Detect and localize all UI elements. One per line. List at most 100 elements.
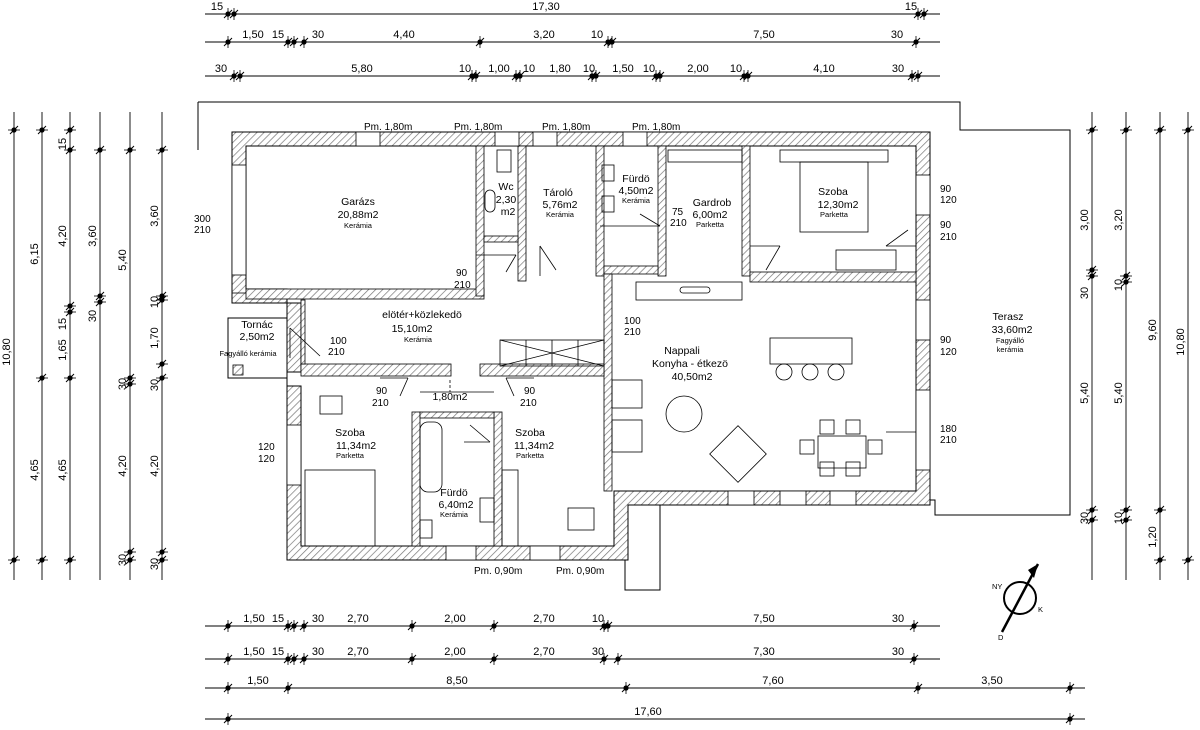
dimension-label: 15 — [905, 1, 917, 13]
door-eloter-width: 100 — [330, 336, 347, 347]
dimension-slash — [1065, 683, 1075, 693]
dimension-label: 1,20 — [1147, 526, 1159, 547]
dimension-slash — [913, 9, 923, 19]
dimension-label: 2,00 — [444, 646, 465, 658]
dimension-slash — [283, 654, 293, 664]
door-nappali-height: 210 — [624, 327, 641, 338]
dimension-slash — [603, 621, 613, 631]
dimension-label: 30 — [891, 29, 903, 41]
door-eloter-height: 210 — [328, 347, 345, 358]
dimension-label: 2,00 — [444, 613, 465, 625]
dimension-label: 10 — [730, 63, 742, 75]
door-szoba2-width: 90 — [376, 386, 388, 397]
openings — [231, 131, 931, 561]
dimension-slash — [909, 621, 919, 631]
room-hall-area: 1,80m2 — [432, 391, 467, 403]
dimension-slash — [229, 71, 239, 81]
dimension-slash — [157, 295, 167, 305]
dimension-slash — [1087, 271, 1097, 281]
dimension-slash — [95, 145, 105, 155]
dimension-label: 30 — [1079, 512, 1091, 524]
dimension-label: 1,50 — [247, 675, 268, 687]
room-gardrob-floor: Parketta — [696, 220, 725, 229]
north-arrow-icon: NY K D — [992, 563, 1043, 642]
dimension-slash — [65, 307, 75, 317]
dimension-label: 5,40 — [1113, 382, 1125, 403]
dimension-label: 2,00 — [687, 63, 708, 75]
dimension-slash — [299, 654, 309, 664]
dimension-label: 30 — [117, 378, 129, 390]
dimension-label: 17,60 — [634, 706, 662, 718]
dimension-label: 30 — [892, 63, 904, 75]
dimension-slash — [591, 71, 601, 81]
room-gardrob-area: 6,00m2 — [692, 209, 727, 221]
room-terasz-area: 33,60m2 — [992, 324, 1033, 336]
room-furdo1-name: Fürdö — [622, 173, 650, 185]
dimension-label: 1,65 — [57, 339, 69, 360]
dimension-slash — [125, 547, 135, 557]
room-garazs-name: Garázs — [341, 196, 375, 208]
dimension-slash — [1183, 125, 1193, 135]
dimension-slash — [157, 359, 167, 369]
room-wc-name: Wc — [498, 181, 513, 193]
dimension-slash — [1121, 277, 1131, 287]
dimension-label: 10 — [583, 63, 595, 75]
dimension-slash — [223, 37, 233, 47]
dimension-slash — [911, 37, 921, 47]
room-szoba1-area: 12,30m2 — [818, 199, 859, 211]
opening-labels: Pm. 1,80m Pm. 1,80m Pm. 1,80m Pm. 1,80m … — [194, 122, 957, 577]
opening-garazs-height: 210 — [194, 225, 211, 236]
dimension-label: 4,65 — [57, 459, 69, 480]
room-tornac-floor: Fagyálló kerámia — [219, 349, 277, 358]
dimension-slash — [407, 654, 417, 664]
dimension-label: 7,60 — [762, 675, 783, 687]
dimension-label: 10 — [592, 613, 604, 625]
dimension-label: 4,20 — [117, 455, 129, 476]
dimension-label: 15 — [211, 1, 223, 13]
dimension-slash — [613, 654, 623, 664]
dimension-label: 15 — [272, 646, 284, 658]
room-szoba3-name: Szoba — [515, 427, 545, 439]
door-gardrob-width: 75 — [672, 207, 684, 218]
dimension-slash — [1121, 125, 1131, 135]
dimension-slash — [1155, 505, 1165, 515]
dimension-slash — [289, 37, 299, 47]
dimension-label: 2,70 — [347, 646, 368, 658]
room-tarolo-area: 5,76m2 — [542, 199, 577, 211]
window-label-wc: Pm. 1,80m — [454, 122, 502, 133]
room-labels: Garázs 20,88m2 Kerámia Wc 2,30 m2 Tároló… — [219, 173, 1032, 519]
dimension-label: 3,00 — [1079, 209, 1091, 230]
dimension-slash — [1087, 505, 1097, 515]
dimension-label: 15 — [57, 318, 69, 330]
dimension-label: 10 — [591, 29, 603, 41]
dimension-slash — [1155, 125, 1165, 135]
dimension-label: 4,10 — [813, 63, 834, 75]
dimension-label: 30 — [1079, 287, 1091, 299]
dimension-slash — [125, 145, 135, 155]
dimension-slash — [919, 9, 929, 19]
room-nappali-name2: Konyha - étkezö — [652, 358, 728, 370]
room-garazs-area: 20,88m2 — [338, 209, 379, 221]
door-terasz-height: 210 — [940, 435, 957, 446]
dimension-slash — [621, 683, 631, 693]
door-garazs-width: 90 — [456, 268, 468, 279]
dimension-slash — [299, 621, 309, 631]
window-szoba1-width: 90 — [940, 184, 952, 195]
door-garazs-height: 210 — [454, 280, 471, 291]
dimension-slash — [1087, 265, 1097, 275]
dimension-slash — [489, 621, 499, 631]
dimension-label: 10,80 — [1175, 328, 1187, 356]
dimension-slash — [223, 714, 233, 724]
svg-text:K: K — [1038, 605, 1043, 614]
dimension-slash — [489, 654, 499, 664]
room-furdo2-floor: Kerámia — [440, 510, 469, 519]
dimension-label: 5,40 — [117, 249, 129, 270]
dimension-label: 3,20 — [1113, 209, 1125, 230]
dimension-label: 10 — [1113, 512, 1125, 524]
room-szoba2-floor: Parketta — [336, 451, 365, 460]
dimension-slash — [913, 71, 923, 81]
dimension-slash — [157, 145, 167, 155]
room-terasz-floor: Fagyálló — [996, 336, 1024, 345]
door-gardrob-height: 210 — [670, 218, 687, 229]
